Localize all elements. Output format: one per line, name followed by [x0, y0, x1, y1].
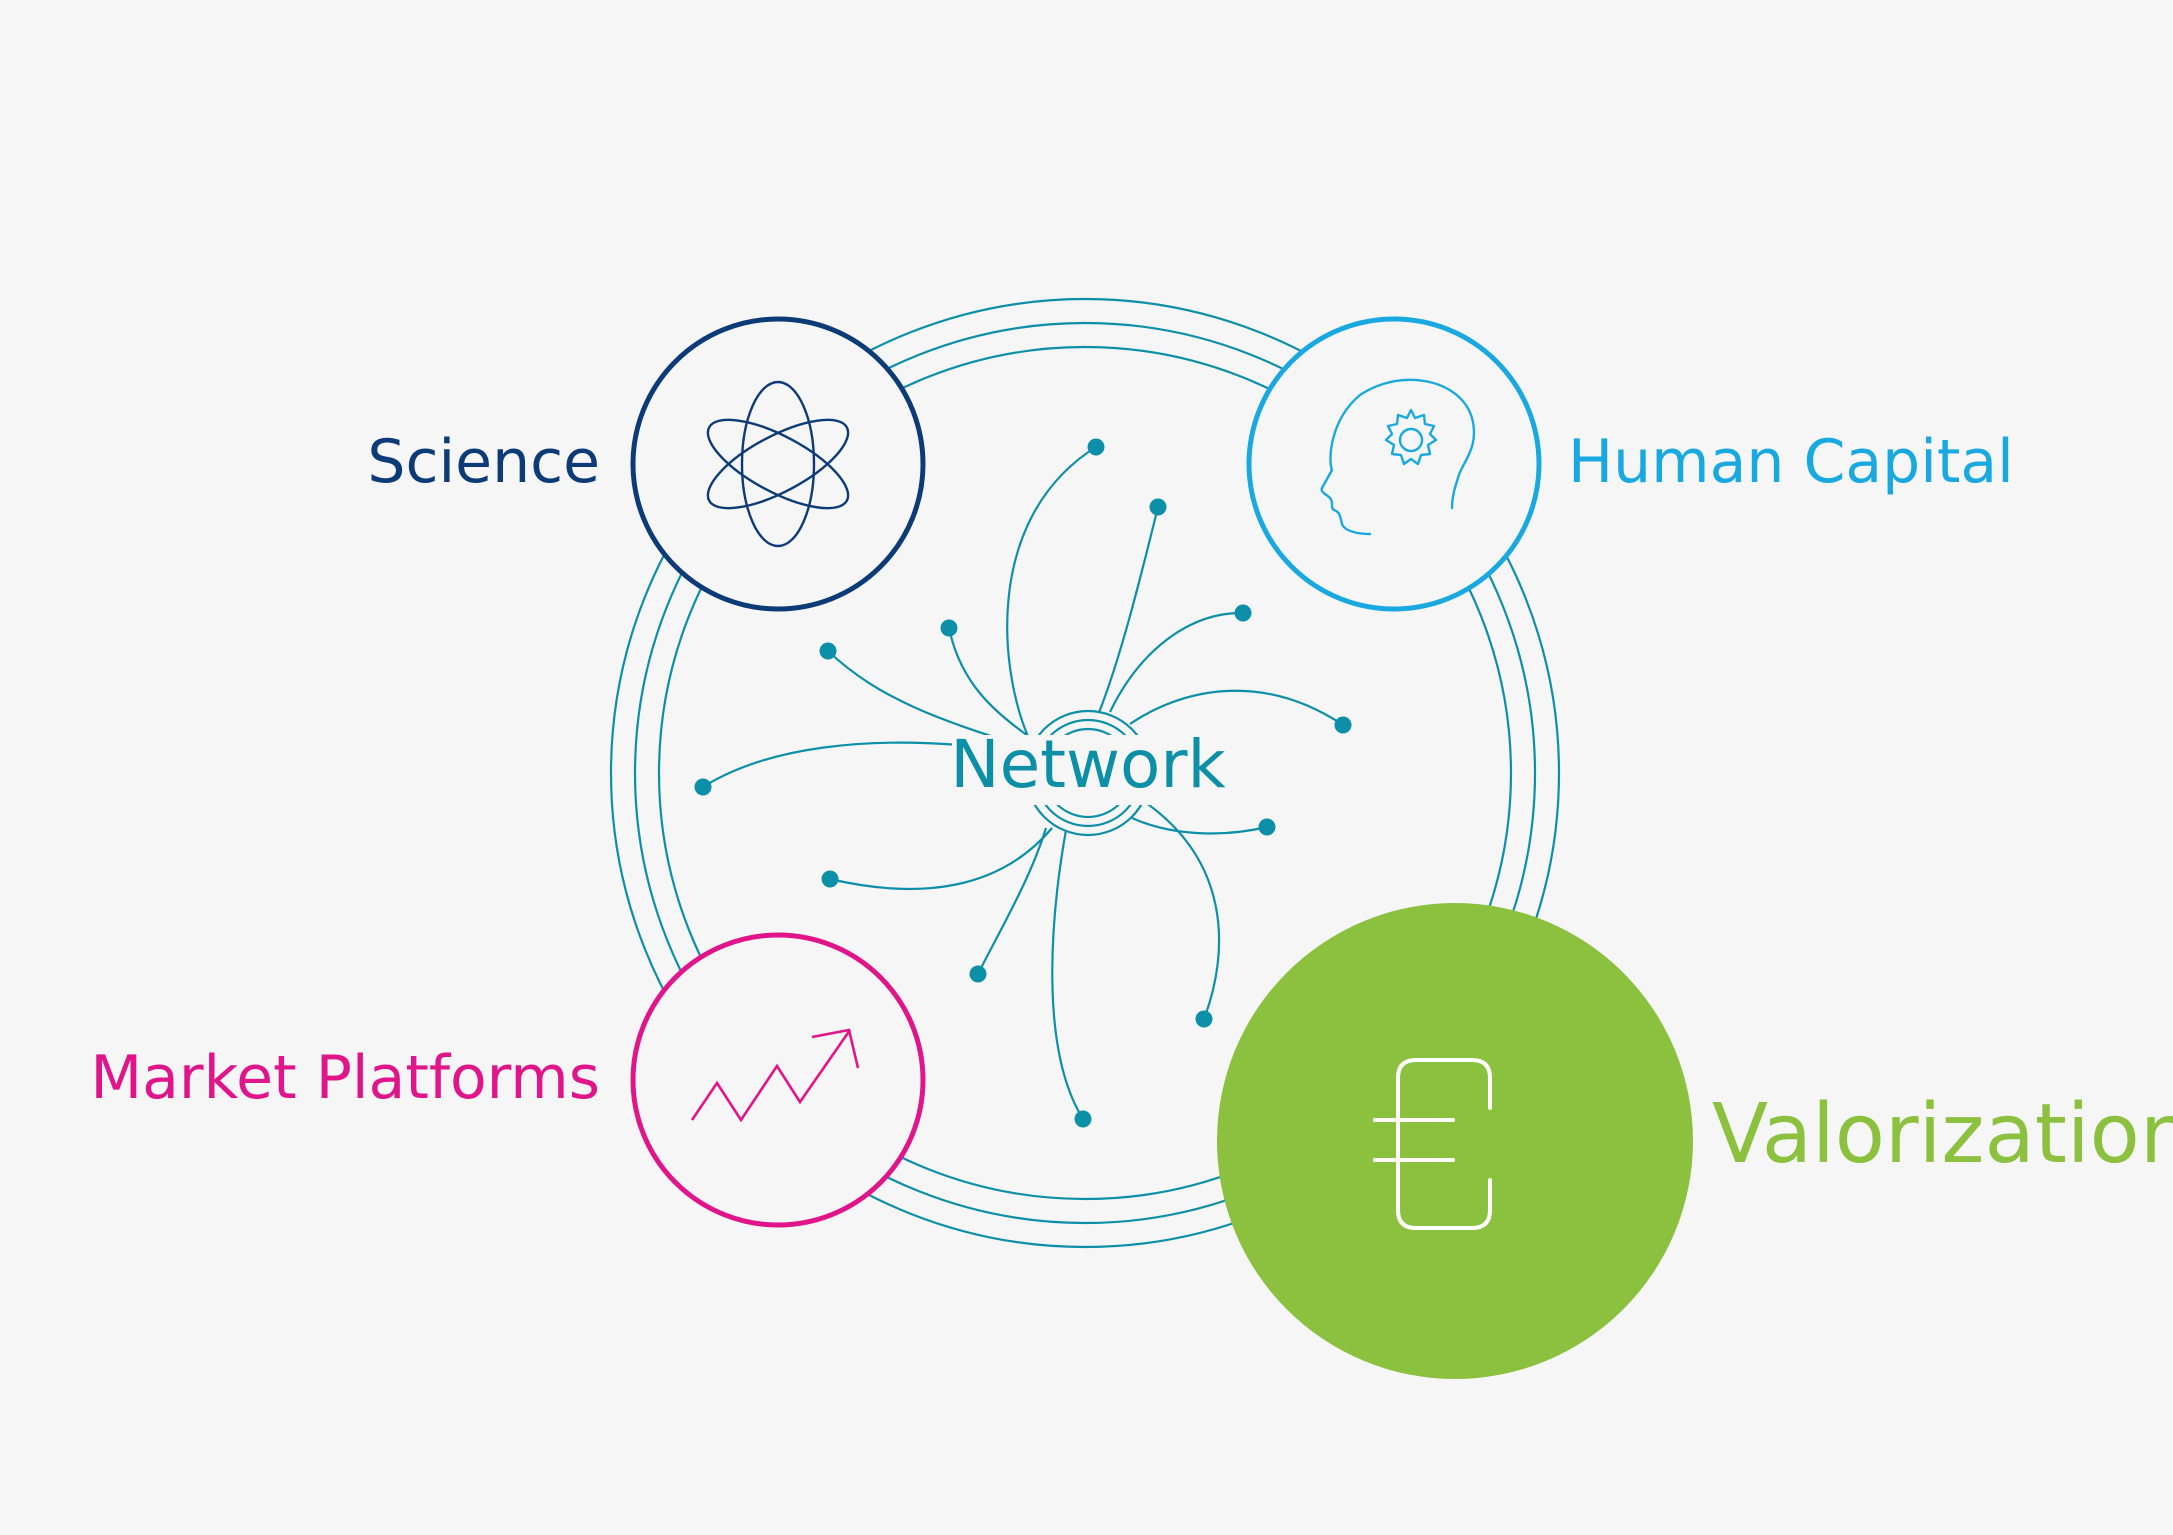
human-capital-node	[1246, 316, 1542, 612]
network-node-dot	[969, 965, 987, 983]
euro-icon	[1373, 1058, 1492, 1230]
outer-ring	[609, 297, 1561, 1249]
network-node-dot	[1234, 604, 1252, 622]
valorization-label: Valorization	[1712, 1087, 2173, 1182]
network-node-dot	[694, 778, 712, 796]
network-spokes	[702, 446, 1344, 1120]
network-node-dot	[821, 870, 839, 888]
network-node-dot	[1149, 498, 1167, 516]
atom-icon	[706, 380, 850, 548]
network-node-dot	[1258, 818, 1276, 836]
science-node	[630, 316, 926, 612]
network-node-dot	[819, 642, 837, 660]
trend-up-icon	[690, 1028, 860, 1123]
network-node-dot	[1334, 716, 1352, 734]
network-node-dot	[940, 619, 958, 637]
network-node-dot	[1074, 1110, 1092, 1128]
network-node-dot	[1087, 438, 1105, 456]
valorization-node	[1217, 903, 1693, 1379]
market-platforms-label: Market Platforms	[90, 1043, 600, 1113]
human-capital-label: Human Capital	[1568, 427, 2014, 497]
network-dots	[694, 438, 1352, 1128]
network-hub-icon	[952, 709, 1224, 837]
center-label: Network	[950, 726, 1226, 803]
market-platforms-node	[630, 932, 926, 1228]
head-gear-icon	[1320, 378, 1476, 536]
science-label: Science	[367, 427, 600, 497]
network-node-dot	[1195, 1010, 1213, 1028]
